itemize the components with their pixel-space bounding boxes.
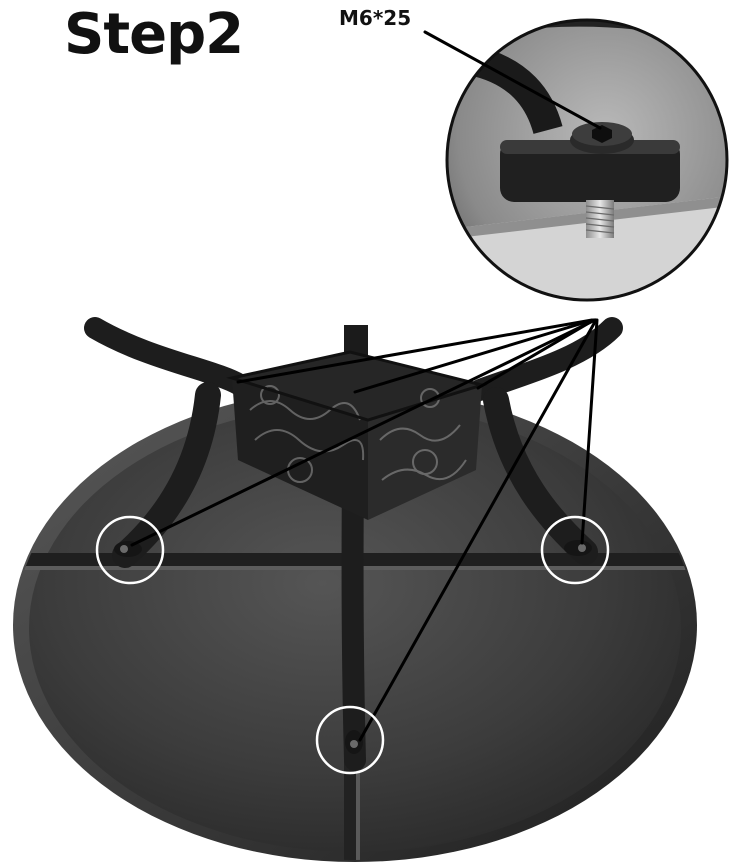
bolt-location-circle-icon xyxy=(95,515,165,585)
part-label: M6*25 xyxy=(339,6,412,30)
bolt-location-circle-icon xyxy=(540,515,610,585)
zoom-detail xyxy=(445,18,729,302)
foot-bracket-closeup xyxy=(500,140,680,202)
bolt-location-circle-icon xyxy=(315,705,385,775)
leader-lines xyxy=(130,30,602,742)
highlight-circles xyxy=(95,515,610,775)
step-title: Step2 xyxy=(64,2,244,67)
hex-socket-icon xyxy=(592,125,612,143)
bolt-heads xyxy=(120,544,586,748)
